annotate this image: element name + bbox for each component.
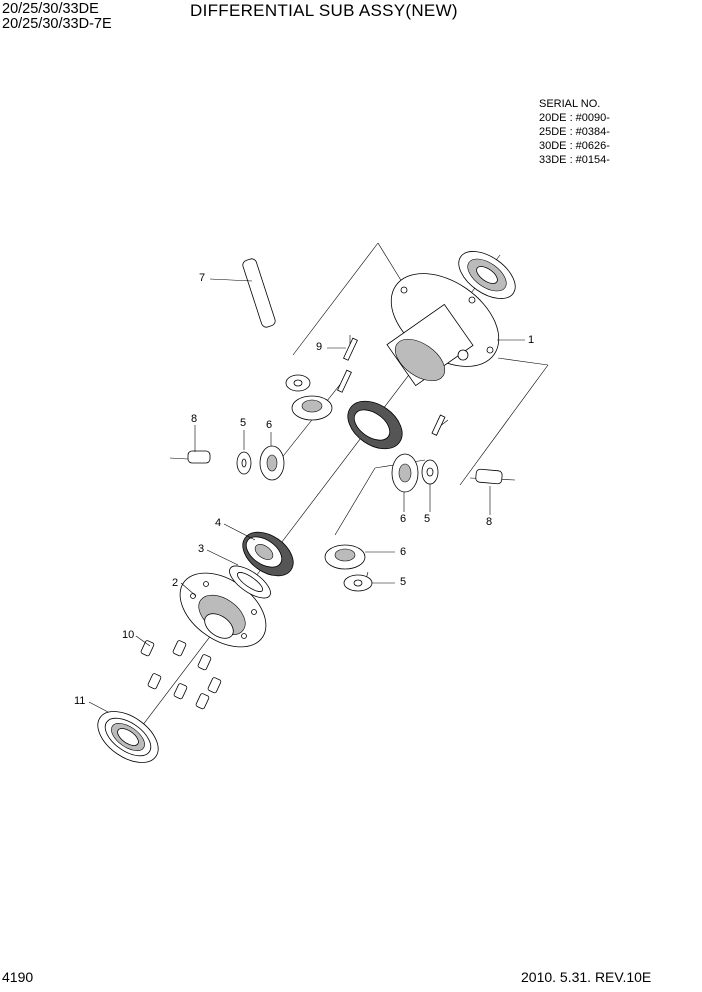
callout-2: 2 — [172, 577, 179, 589]
bearing-upper — [458, 251, 516, 299]
callout-8-right: 8 — [486, 516, 493, 528]
pinion-shaft — [242, 258, 276, 328]
serial-line-20de: 20DE : #0090- — [539, 112, 610, 124]
differential-case — [386, 273, 500, 431]
callout-10: 10 — [122, 629, 135, 641]
thrust-washer — [229, 565, 271, 599]
side-gear-upper — [347, 400, 403, 450]
serial-line-30de: 30DE : #0626- — [539, 140, 610, 152]
callout-3: 3 — [198, 543, 205, 555]
flange-case — [179, 572, 267, 648]
callout-5-right: 5 — [424, 513, 431, 525]
side-gear-lower — [242, 531, 294, 577]
callout-5-left: 5 — [240, 417, 247, 429]
callout-9: 9 — [316, 341, 323, 353]
page-title: DIFFERENTIAL SUB ASSY(NEW) — [190, 1, 458, 20]
pinion-gear-set-right — [391, 453, 503, 493]
bearing-lower — [97, 711, 159, 763]
callout-11: 11 — [74, 695, 86, 707]
spring-pins — [337, 337, 446, 436]
revision-date: 2010. 5.31. REV.10E — [521, 969, 652, 985]
callout-4: 4 — [215, 517, 222, 529]
callout-6-lower: 6 — [400, 546, 407, 558]
serial-line-33de: 33DE : #0154- — [539, 154, 610, 166]
callout-leaders — [88, 278, 525, 713]
bolts-group — [140, 640, 222, 710]
model-line-1: 20/25/30/33DE — [2, 1, 99, 17]
pinion-gear-set-upper — [285, 374, 333, 421]
callout-6-right: 6 — [400, 513, 407, 525]
serial-heading: SERIAL NO. — [539, 98, 601, 110]
pinion-gear-set-lower — [324, 544, 373, 592]
pinion-gear-set-left — [187, 445, 285, 481]
serial-line-25de: 25DE : #0384- — [539, 126, 610, 138]
callout-7: 7 — [199, 272, 206, 284]
callout-6-left: 6 — [266, 419, 273, 431]
callout-1: 1 — [528, 334, 535, 346]
page-number: 4190 — [2, 969, 34, 985]
model-line-2: 20/25/30/33D-7E — [2, 16, 112, 32]
callout-5-lower: 5 — [400, 576, 407, 588]
callout-8-left: 8 — [191, 413, 198, 425]
